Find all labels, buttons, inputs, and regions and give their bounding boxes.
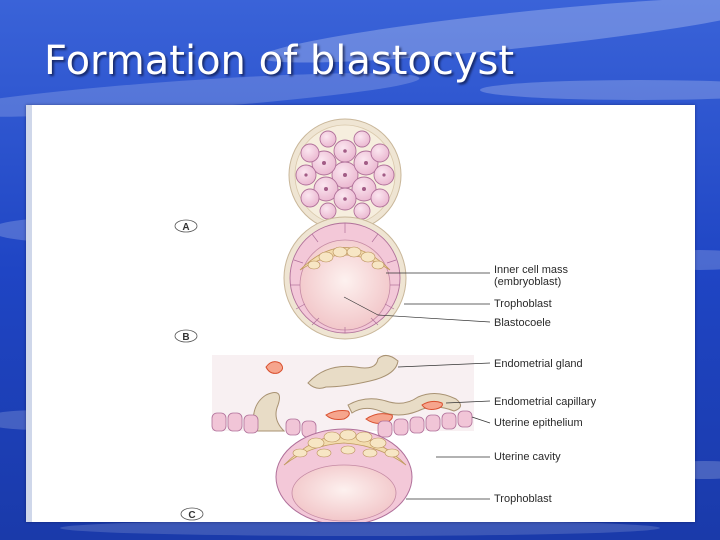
blastocyst-figure: A bbox=[26, 105, 695, 522]
svg-text:C: C bbox=[188, 510, 195, 521]
label-uterine-cavity: Uterine cavity bbox=[494, 451, 561, 463]
svg-text:B: B bbox=[182, 332, 189, 343]
blastocyst-stage-b bbox=[283, 216, 407, 340]
panel-letter-c: C bbox=[180, 507, 204, 521]
leader-lines bbox=[343, 272, 491, 500]
implanting-blastocyst-stage-c bbox=[275, 428, 413, 522]
label-inner-cell-mass: Inner cell mass bbox=[494, 264, 568, 276]
label-blastocoele: Blastocoele bbox=[494, 317, 551, 329]
blastocyst-diagram: A bbox=[26, 105, 597, 522]
label-endometrial-gland: Endometrial gland bbox=[494, 358, 583, 370]
label-endometrial-capillary: Endometrial capillary bbox=[494, 396, 597, 408]
svg-text:A: A bbox=[182, 222, 189, 233]
panel-letter-a: A bbox=[174, 219, 198, 233]
page-edge bbox=[26, 105, 32, 522]
panel-letter-b: B bbox=[174, 329, 198, 343]
endometrium-stage-c bbox=[211, 355, 474, 438]
slide-title: Formation of blastocyst bbox=[44, 38, 515, 84]
label-trophoblast-c: Trophoblast bbox=[494, 493, 552, 505]
morula-stage-a bbox=[288, 118, 402, 232]
label-embryoblast: (embryoblast) bbox=[494, 276, 561, 288]
label-uterine-epithelium: Uterine epithelium bbox=[494, 417, 583, 429]
label-trophoblast-b: Trophoblast bbox=[494, 298, 552, 310]
